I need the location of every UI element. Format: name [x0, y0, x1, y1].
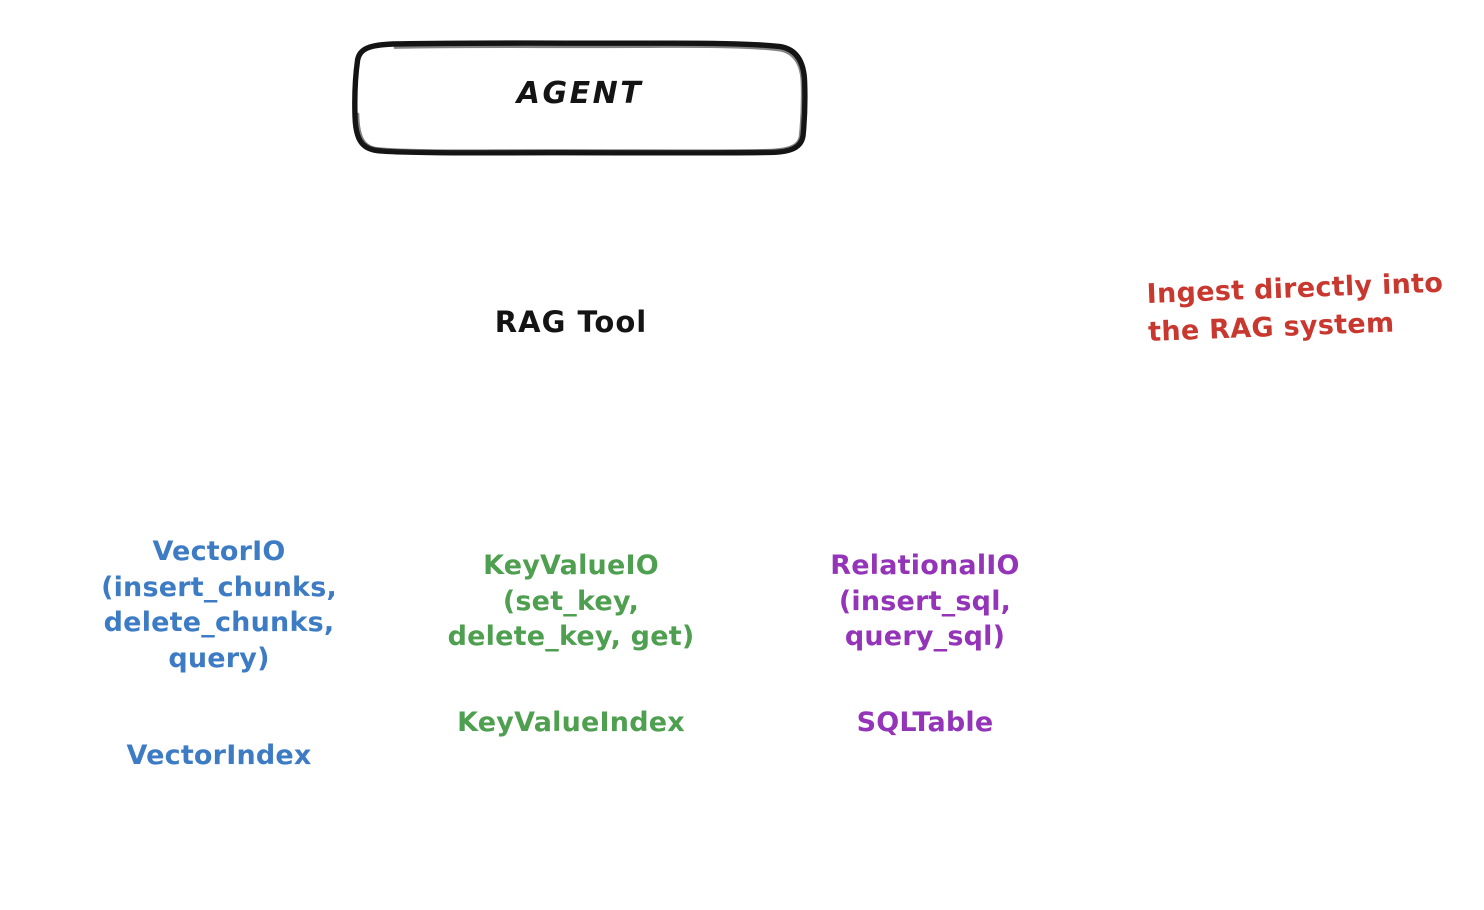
agent-box-outline [352, 40, 808, 156]
relational-io-box-hit[interactable] [788, 446, 1063, 855]
agent-box-hit[interactable] [355, 43, 805, 153]
key-value-io-box-hit[interactable] [428, 446, 715, 855]
vector-io-box-hit[interactable] [72, 450, 366, 868]
agent-node[interactable] [352, 40, 808, 156]
agent-box-outline-sketch [356, 45, 804, 153]
rag-tool-box-hit[interactable] [157, 272, 985, 383]
